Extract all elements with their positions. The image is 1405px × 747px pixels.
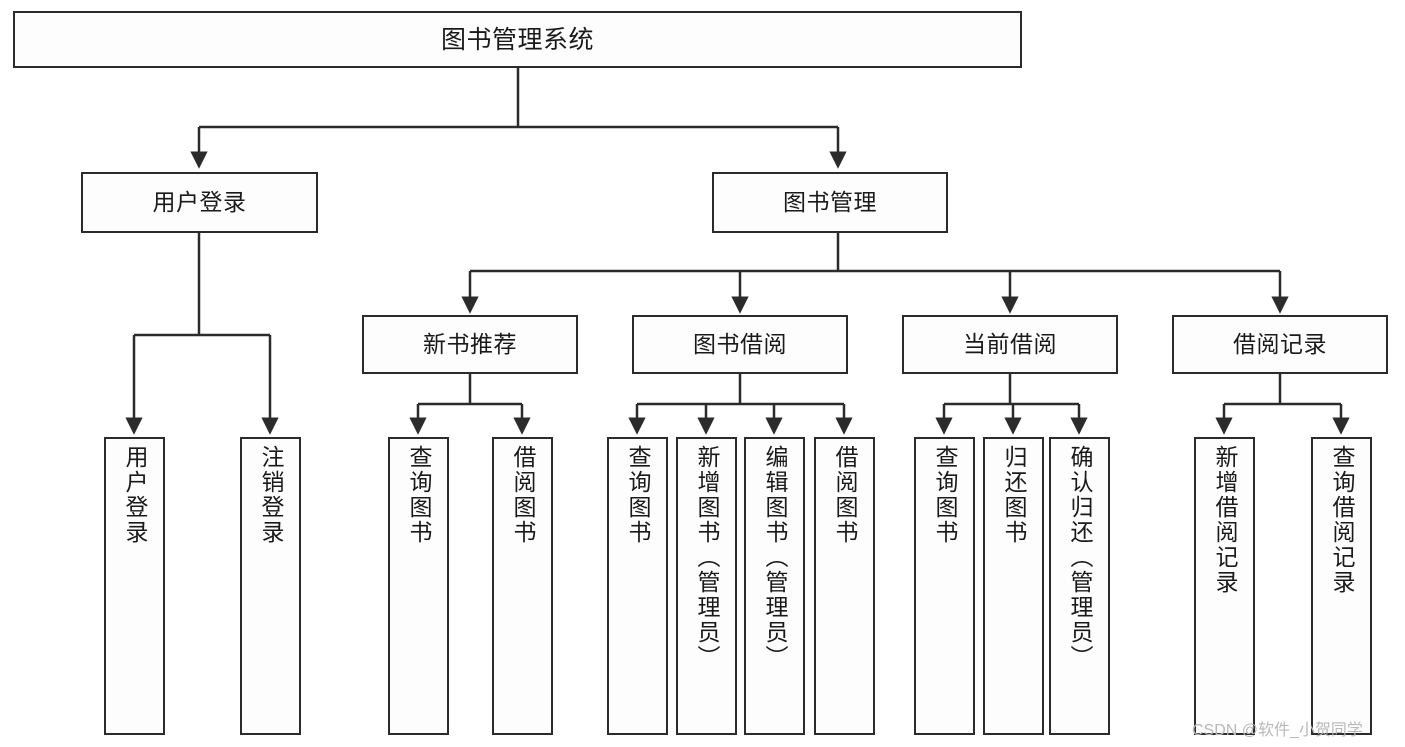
node-label: 借阅记录: [1233, 330, 1327, 357]
csdn-watermark: CSDN @软件_小贺同学: [1192, 722, 1363, 739]
node-label: 用户登录: [122, 445, 148, 545]
node-label: 注销登录: [258, 445, 284, 545]
node-book-borrow[interactable]: 图书借阅: [632, 315, 848, 374]
leaf-current-return-book[interactable]: 归还图书: [983, 437, 1044, 735]
leaf-borrow-edit-book-admin[interactable]: 编辑图书（管理员）: [744, 437, 805, 735]
leaf-recommend-borrow-book[interactable]: 借阅图书: [492, 437, 553, 735]
node-book-management[interactable]: 图书管理: [712, 172, 948, 233]
node-label: 当前借阅: [963, 330, 1057, 357]
node-label: 图书管理系统: [440, 25, 594, 54]
node-label: 借阅图书: [510, 445, 536, 545]
leaf-recommend-query-book[interactable]: 查询图书: [388, 437, 449, 735]
node-label: 归还图书: [1001, 445, 1027, 545]
leaf-borrow-borrow-book[interactable]: 借阅图书: [814, 437, 875, 735]
node-label: 新增图书（管理员）: [694, 445, 720, 670]
node-current-borrow[interactable]: 当前借阅: [902, 315, 1118, 374]
node-root-book-management-system[interactable]: 图书管理系统: [13, 11, 1022, 68]
leaf-records-query-record[interactable]: 查询借阅记录: [1311, 437, 1372, 735]
leaf-user-login-login[interactable]: 用户登录: [104, 437, 165, 735]
node-label: 借阅图书: [832, 445, 858, 545]
node-borrow-records[interactable]: 借阅记录: [1172, 315, 1388, 374]
leaf-borrow-query-book[interactable]: 查询图书: [607, 437, 668, 735]
node-label: 新增借阅记录: [1212, 445, 1238, 595]
node-label: 图书借阅: [693, 330, 787, 357]
leaf-records-add-record[interactable]: 新增借阅记录: [1194, 437, 1255, 735]
node-label: 新书推荐: [423, 330, 517, 357]
node-user-login[interactable]: 用户登录: [81, 172, 318, 233]
node-new-book-recommend[interactable]: 新书推荐: [362, 315, 578, 374]
node-label: 查询图书: [932, 445, 958, 545]
node-label: 查询图书: [406, 445, 432, 545]
leaf-current-query-book[interactable]: 查询图书: [914, 437, 975, 735]
node-label: 查询借阅记录: [1329, 445, 1355, 595]
node-label: 用户登录: [152, 188, 247, 215]
node-label: 编辑图书（管理员）: [762, 445, 788, 670]
node-label: 图书管理: [783, 188, 877, 215]
node-label: 确认归还（管理员）: [1067, 445, 1093, 670]
leaf-user-login-logout[interactable]: 注销登录: [240, 437, 301, 735]
node-label: 查询图书: [625, 445, 651, 545]
leaf-current-confirm-return-admin[interactable]: 确认归还（管理员）: [1049, 437, 1110, 735]
leaf-borrow-add-book-admin[interactable]: 新增图书（管理员）: [676, 437, 737, 735]
